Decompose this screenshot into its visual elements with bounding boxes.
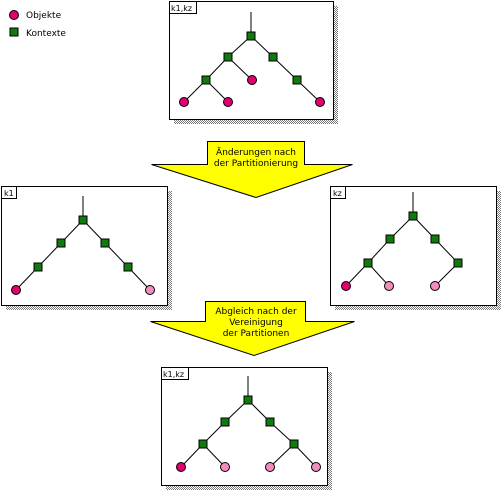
panel-bottom: k1,kz (161, 367, 332, 490)
context-node (56, 238, 66, 248)
arrow-shape (150, 301, 355, 357)
panel-left: k1 (1, 186, 172, 310)
arrow-reunification: Abgleich nach der Vereinigung der Partit… (150, 301, 355, 357)
object-node (220, 462, 230, 472)
context-node (408, 211, 418, 221)
context-node (289, 439, 299, 449)
legend-object-icon (9, 10, 19, 20)
panel-tag (1, 186, 17, 199)
panel-frame (161, 367, 328, 486)
context-node (100, 238, 110, 248)
context-node (265, 417, 275, 427)
panel-top: k1,kz (169, 1, 338, 124)
panel-label: k1 (4, 189, 14, 198)
arrow-partitioning-line-1: Änderungen nach (216, 147, 296, 158)
context-node (243, 395, 253, 405)
context-node (246, 31, 256, 41)
object-node (430, 281, 440, 291)
arrow-partitioning: Änderungen nach der Partitionierung (151, 141, 353, 199)
context-node (123, 262, 133, 272)
object-node (179, 97, 189, 107)
context-node (453, 258, 463, 268)
context-node (430, 234, 440, 244)
legend-contexts-label: Kontexte (26, 29, 66, 39)
tree (176, 376, 321, 472)
context-node (292, 75, 302, 85)
legend-context-icon (9, 27, 19, 37)
arrow-reunification-line-2: Vereinigung (229, 318, 283, 328)
panel-label: k1,kz (163, 370, 184, 379)
arrow-reunification-line-1: Abgleich nach der (215, 307, 297, 317)
tree (11, 196, 155, 295)
legend: Objekte Kontexte (9, 10, 66, 39)
object-node (11, 285, 21, 295)
panel-tag (330, 186, 346, 199)
panel-label: kz (333, 189, 342, 198)
object-node (311, 462, 321, 472)
context-node (223, 52, 233, 62)
panel-right: kz (330, 186, 501, 310)
panel-frame (1, 186, 168, 306)
panel-label: k1,kz (171, 4, 192, 13)
panel-tag (161, 367, 189, 380)
context-node (78, 215, 88, 225)
object-node (176, 462, 186, 472)
arrow-shape (151, 141, 353, 199)
context-node (363, 258, 373, 268)
object-node (341, 281, 351, 291)
context-node (268, 52, 278, 62)
context-node (201, 75, 211, 85)
object-node (265, 462, 275, 472)
context-node (198, 439, 208, 449)
tree (179, 12, 325, 107)
object-node (315, 97, 325, 107)
context-node (220, 417, 230, 427)
object-node (145, 285, 155, 295)
arrow-reunification-line-3: der Partitionen (223, 329, 290, 339)
object-node (223, 97, 233, 107)
context-node (33, 262, 43, 272)
panel-tag (169, 1, 197, 14)
tree (341, 192, 463, 291)
legend-objects-label: Objekte (26, 11, 62, 21)
context-node (385, 234, 395, 244)
object-node (384, 281, 394, 291)
arrow-partitioning-line-2: der Partitionierung (214, 159, 298, 169)
object-node (247, 75, 257, 85)
